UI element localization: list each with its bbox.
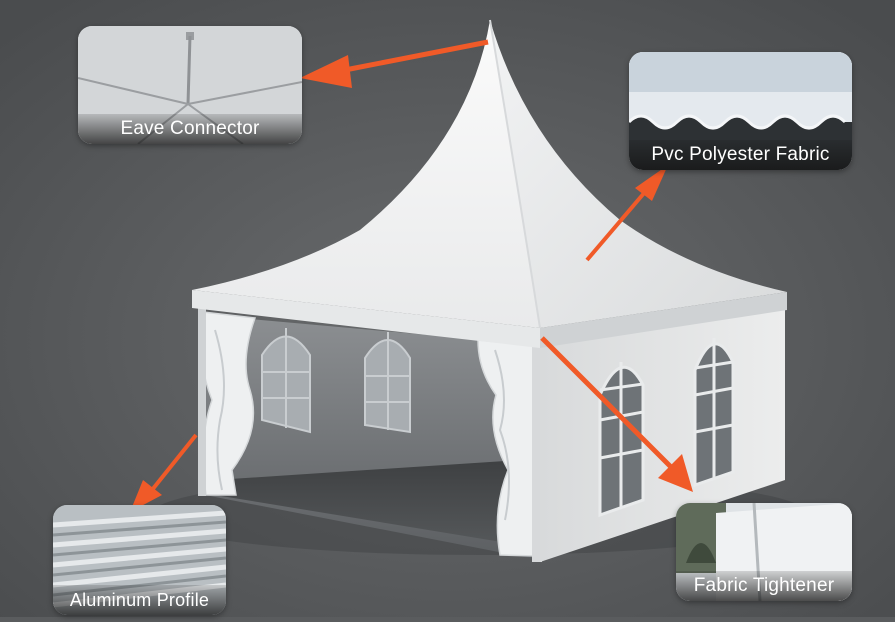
arrows <box>130 39 693 512</box>
arrow-tightener <box>540 336 674 470</box>
arrow-fabric <box>585 190 647 262</box>
roof-side <box>490 20 787 328</box>
back-window-left <box>261 328 311 434</box>
callout-eave-connector: Eave Connector <box>78 26 302 144</box>
callout-pvc-fabric: Pvc Polyester Fabric <box>629 52 852 170</box>
eave-connector-label: Eave Connector <box>78 114 302 144</box>
front-curtain <box>477 339 536 557</box>
tent-floor <box>215 460 520 545</box>
fabric-tightener-label: Fabric Tightener <box>676 571 852 601</box>
side-window-right <box>693 338 735 488</box>
corner-post-front <box>532 340 542 562</box>
callout-fabric-tightener: Fabric Tightener <box>676 503 852 601</box>
side-window-left <box>598 362 645 518</box>
eave-band-front <box>192 290 540 348</box>
back-window-right <box>364 332 411 434</box>
arrow-aluminum <box>150 433 198 492</box>
pvc-fabric-label: Pvc Polyester Fabric <box>629 140 852 170</box>
arrow-eave <box>344 39 489 73</box>
corner-post-left <box>198 308 206 496</box>
aluminum-profile-label: Aluminum Profile <box>53 585 226 615</box>
callout-aluminum-profile: Aluminum Profile <box>53 505 226 615</box>
roof-front <box>192 20 540 328</box>
eave-band-side <box>540 292 787 348</box>
